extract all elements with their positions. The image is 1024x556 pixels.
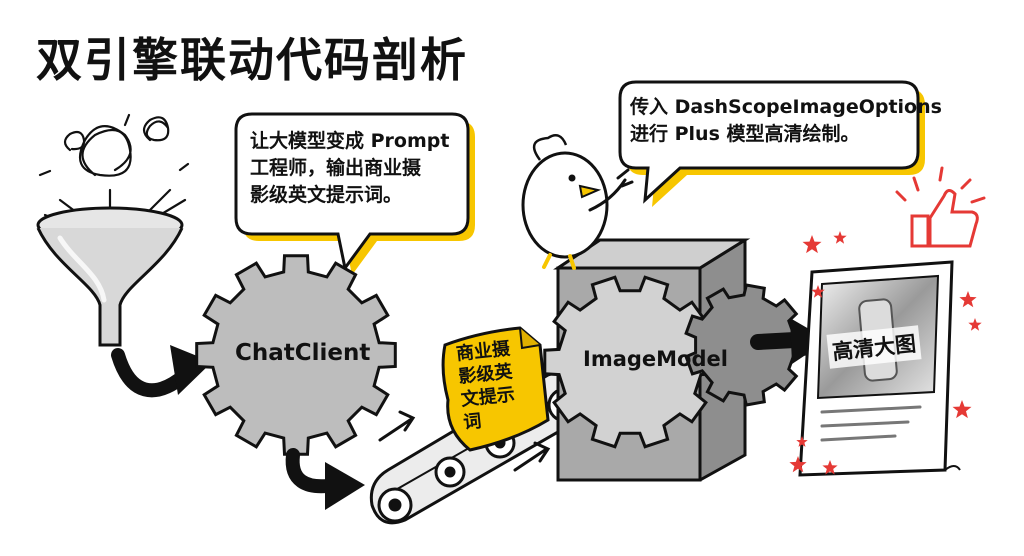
chat-to-belt-arrow bbox=[285, 448, 365, 510]
red-star-icon bbox=[952, 400, 972, 419]
prompt-document bbox=[441, 326, 550, 452]
red-star-icon bbox=[796, 436, 808, 447]
imagemodel-machine bbox=[543, 238, 806, 482]
bubble-left-line-2: 工程师，输出商业摄 bbox=[250, 157, 422, 179]
speech-bubble-left bbox=[234, 112, 475, 275]
thumbs-up-icon bbox=[895, 166, 986, 248]
output-photo-card bbox=[798, 260, 961, 477]
sparkle-stars bbox=[789, 231, 982, 475]
bubble-right-line-1: 传入 DashScopeImageOptions bbox=[630, 96, 942, 118]
red-star-icon bbox=[811, 285, 825, 298]
chick-mascot-icon bbox=[521, 133, 634, 270]
imagemodel-label: ImageModel bbox=[583, 347, 728, 371]
funnel-icon bbox=[36, 206, 184, 347]
chatclient-label: ChatClient bbox=[235, 340, 371, 366]
red-star-icon bbox=[802, 235, 822, 254]
red-star-icon bbox=[833, 231, 847, 244]
prompt-document-text: 商业摄 影级英 文提示 词 bbox=[455, 335, 536, 434]
page-title: 双引擎联动代码剖析 bbox=[36, 33, 468, 87]
chatclient-gear bbox=[195, 254, 397, 456]
bubble-right-line-2: 进行 Plus 模型高清绘制。 bbox=[630, 123, 860, 145]
red-star-icon bbox=[789, 456, 807, 473]
funnel-to-chat-arrow bbox=[111, 345, 212, 398]
red-star-icon bbox=[968, 318, 982, 331]
bubble-left-line-3: 影级英文提示词。 bbox=[250, 184, 403, 206]
speech-bubble-right bbox=[618, 80, 925, 207]
speech-bubble-left-text: 让大模型变成 Prompt 工程师，输出商业摄 影级英文提示词。 bbox=[250, 128, 449, 209]
red-star-icon bbox=[959, 291, 977, 308]
speech-bubble-right-text: 传入 DashScopeImageOptions 进行 Plus 模型高清绘制。 bbox=[630, 94, 942, 148]
red-star-icon bbox=[822, 460, 838, 475]
bubble-left-line-1: 让大模型变成 Prompt bbox=[250, 130, 450, 152]
